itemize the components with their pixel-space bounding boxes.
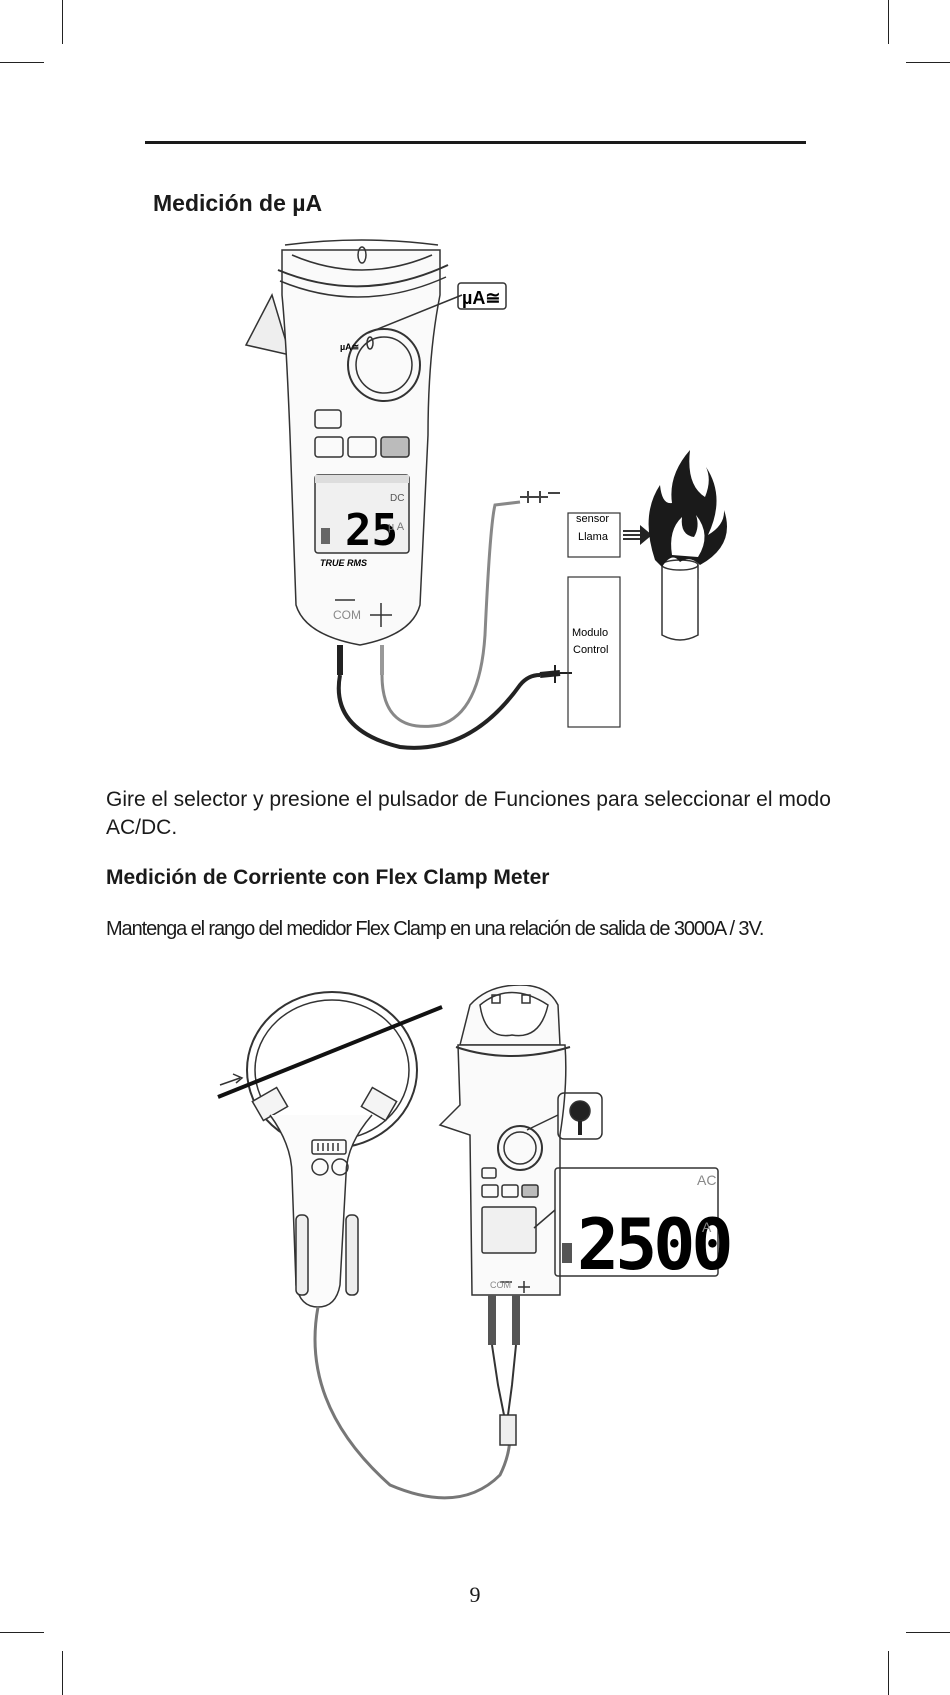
dial-mode-label: µA≅ xyxy=(340,342,359,352)
meter-brand: TRUE RMS xyxy=(320,558,367,568)
crop-mark xyxy=(888,0,889,44)
selector-instructions: Gire el selector y presione el pulsador … xyxy=(106,786,866,842)
terminal-com: COM xyxy=(333,608,361,622)
meter2-terminal-com: COM xyxy=(490,1280,511,1290)
crop-mark xyxy=(0,1632,44,1633)
crop-mark xyxy=(62,1651,63,1695)
section-heading-ua: Medición de µA xyxy=(153,190,322,217)
big-lcd-unit: A xyxy=(702,1219,712,1235)
lcd-unit: µ A xyxy=(388,521,405,533)
big-lcd-mode: AC xyxy=(697,1172,716,1188)
lcd-mode: DC xyxy=(390,493,404,504)
callout-mode-label: µA≅ xyxy=(462,288,500,308)
control-label-line1: Modulo xyxy=(572,627,608,639)
crop-mark xyxy=(906,62,950,63)
flex-clamp-instructions: Mantenga el rango del medidor Flex Clamp… xyxy=(106,918,926,941)
header-rule xyxy=(145,141,806,144)
crop-mark xyxy=(0,62,44,63)
sensor-label-line1: sensor xyxy=(576,513,609,525)
sensor-label-line2: Llama xyxy=(578,531,609,543)
section-heading-flex-clamp: Medición de Corriente con Flex Clamp Met… xyxy=(106,866,549,890)
control-label-line2: Control xyxy=(573,644,608,656)
crop-mark xyxy=(888,1651,889,1695)
crop-mark xyxy=(62,0,63,44)
flex-clamp-figure: 2500 AC A COM xyxy=(0,985,950,1545)
big-lcd-reading: 2500 xyxy=(577,1204,730,1286)
page-number: 9 xyxy=(0,1582,950,1608)
crop-mark xyxy=(906,1632,950,1633)
ua-measurement-figure: µA≅ µA≅ 25 DC µ A TRUE RMS COM sensor Ll… xyxy=(0,235,950,755)
